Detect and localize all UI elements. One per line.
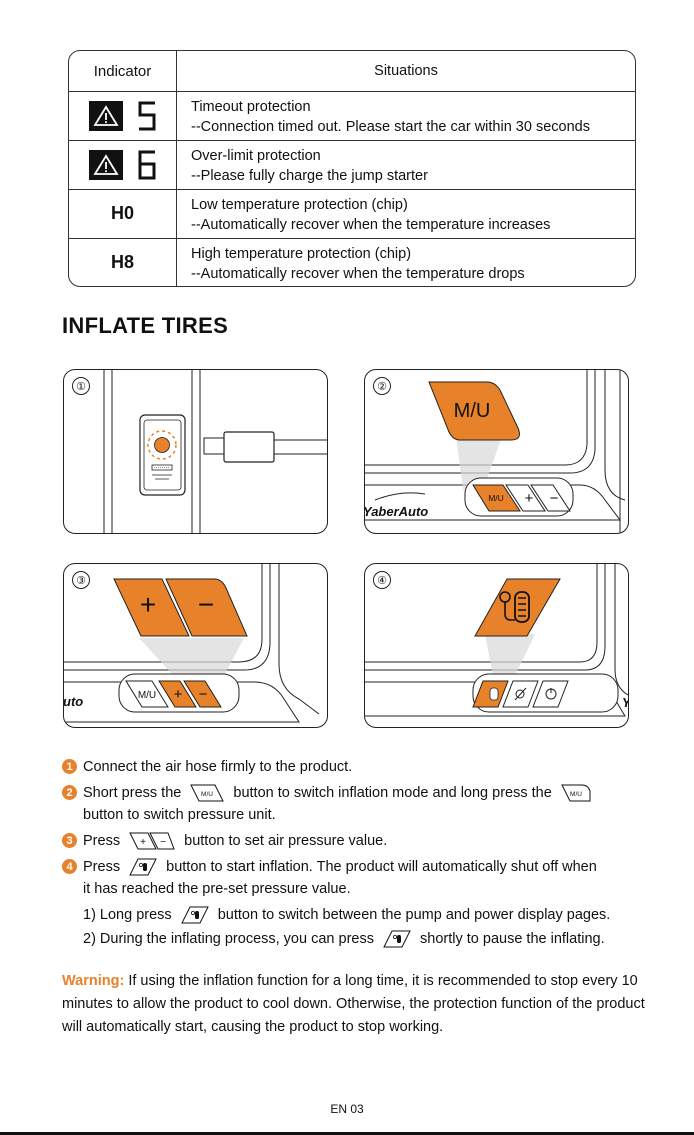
page-number: EN 03 [330, 1102, 364, 1116]
panel-number: ② [373, 377, 391, 395]
table-row: 5 Timeout protection --Connection timed … [69, 91, 635, 141]
step-number: 2 [62, 785, 77, 800]
mu-button-icon: M/U [561, 784, 591, 802]
inflate-big-button [474, 578, 561, 637]
warning-text: If using the inflation function for a lo… [62, 973, 645, 1035]
step-number: 4 [62, 859, 77, 874]
row-title: Timeout protection [191, 99, 311, 115]
row-desc: --Please fully charge the jump starter [191, 168, 428, 184]
plus-label: + [174, 686, 183, 703]
inflate-button-icon [129, 858, 157, 876]
header-indicator: Indicator [93, 62, 152, 80]
brand-logo: uto [64, 694, 83, 709]
table-row: H8 High temperature protection (chip) --… [69, 238, 635, 286]
header-situations: Situations [374, 63, 438, 79]
inflate-button-icon [180, 906, 209, 924]
step-2: 2 Short press the M/U button to switch i… [62, 782, 662, 826]
code-h8: H8 [110, 252, 134, 272]
big-plus-label: + [140, 589, 156, 620]
panel-number: ④ [373, 571, 391, 589]
big-minus-label: − [198, 589, 214, 620]
instruction-steps: 1 Connect the air hose firmly to the pro… [62, 756, 662, 950]
illustration-panel-2: ② M/U M/U + − YaberAuto [364, 369, 629, 534]
row-desc: --Automatically recover when the tempera… [191, 217, 551, 233]
step-4: 4 Press button to start inflation. The p… [62, 856, 662, 900]
svg-text:−: − [160, 837, 166, 848]
protection-table: Indicator Situations 5 Timeout protectio… [68, 50, 636, 287]
plus-minus-button-icon: +− [129, 832, 175, 850]
panel-number: ③ [72, 571, 90, 589]
table-divider [176, 51, 177, 286]
svg-text:M/U: M/U [201, 791, 213, 798]
plus-small-button [158, 680, 197, 708]
inflate-button-icon [383, 930, 411, 948]
mu-big-label: M/U [454, 400, 491, 422]
svg-text:+: + [140, 837, 146, 848]
minus-big-button [165, 578, 248, 637]
mu-small-label: M/U [488, 493, 504, 503]
footer-rule [0, 1132, 694, 1135]
table-row: 6 Over-limit protection --Please fully c… [69, 140, 635, 190]
warning-paragraph: Warning: If using the inflation function… [62, 970, 652, 1039]
step-number: 1 [62, 759, 77, 774]
segment-digit-5-icon [138, 101, 155, 130]
row-desc: --Automatically recover when the tempera… [191, 266, 525, 282]
minus-label: − [199, 686, 208, 703]
mu-big-button [428, 381, 520, 441]
warning-icon [88, 100, 123, 131]
illustration-panel-4: ④ Y [364, 563, 629, 728]
mu-small-button [472, 484, 521, 512]
row-title: High temperature protection (chip) [191, 246, 412, 262]
section-title: INFLATE TIRES [62, 313, 229, 338]
plus-big-button [113, 578, 190, 637]
code-h0: H0 [110, 203, 134, 223]
sub-step-1: 1) Long press button to switch between t… [62, 904, 662, 926]
svg-text:M/U: M/U [570, 791, 582, 798]
table-header: Indicator Situations [69, 51, 635, 92]
segment-digit-6-icon [138, 150, 155, 179]
illustration-panel-1: ① [63, 369, 328, 534]
panel-number: ① [72, 377, 90, 395]
mu-label: M/U [138, 690, 156, 701]
mu-button-icon: M/U [190, 784, 225, 802]
plus-label: + [525, 490, 534, 507]
brand-logo: Y [622, 695, 629, 710]
table-row: H0 Low temperature protection (chip) --A… [69, 189, 635, 239]
tire-gauge-icon [499, 591, 530, 623]
minus-label: − [550, 490, 559, 507]
step-3: 3 Press +− button to set air pressure va… [62, 830, 662, 852]
hose-connection-illustration [103, 370, 327, 533]
sub-step-2: 2) During the inflating process, you can… [62, 928, 662, 950]
row-title: Over-limit protection [191, 148, 321, 164]
illustration-panel-3: ③ + − M/U + − uto [63, 563, 328, 728]
row-title: Low temperature protection (chip) [191, 197, 408, 213]
row-desc: --Connection timed out. Please start the… [191, 119, 590, 135]
minus-small-button [183, 680, 222, 708]
warning-label: Warning: [62, 973, 125, 989]
step-number: 3 [62, 833, 77, 848]
warning-icon [88, 149, 123, 180]
step-1: 1 Connect the air hose firmly to the pro… [62, 756, 662, 778]
brand-logo: YaberAuto [365, 504, 428, 519]
